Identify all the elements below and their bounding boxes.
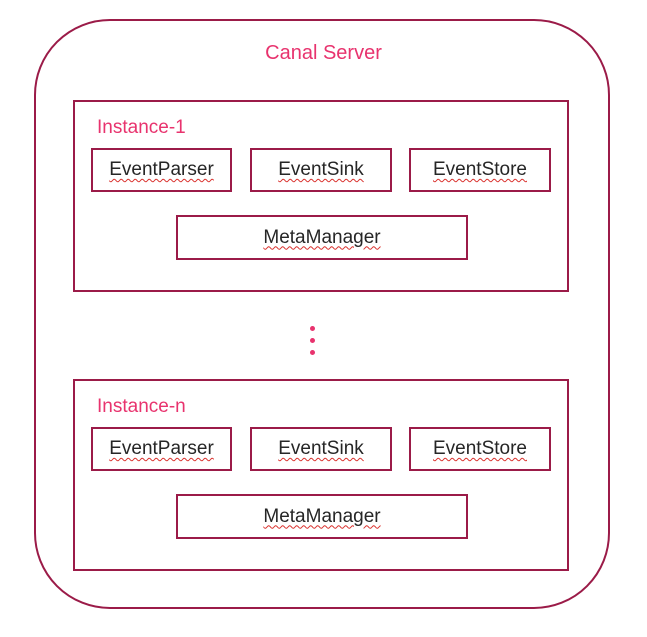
instance-n-event-sink-label: EventSink xyxy=(278,438,364,459)
instance-1-meta-manager-label: MetaManager xyxy=(263,226,381,248)
instance-1-meta-manager-box: MetaManager xyxy=(176,215,468,260)
instance-n-event-parser-box: EventParser xyxy=(91,427,232,471)
instance-n-event-store-label: EventStore xyxy=(433,438,527,459)
canal-server-title: Canal Server xyxy=(265,42,382,64)
instance-n-meta-manager-box: MetaManager xyxy=(176,494,468,539)
instance-n-event-parser-label: EventParser xyxy=(109,438,214,459)
ellipsis-dot xyxy=(310,326,315,331)
instance-1-box: Instance-1 EventParser EventSink EventSt… xyxy=(73,100,569,292)
instance-n-box: Instance-n EventParser EventSink EventSt… xyxy=(73,379,569,571)
instance-n-event-store-box: EventStore xyxy=(409,427,551,471)
instance-1-event-store-label: EventStore xyxy=(433,159,527,180)
ellipsis-dot xyxy=(310,350,315,355)
instance-1-event-sink-label: EventSink xyxy=(278,159,364,180)
instance-1-event-sink-box: EventSink xyxy=(250,148,392,192)
instance-n-meta-manager-label: MetaManager xyxy=(263,505,381,527)
ellipsis-dot xyxy=(310,338,315,343)
instance-1-event-store-box: EventStore xyxy=(409,148,551,192)
instance-n-event-sink-box: EventSink xyxy=(250,427,392,471)
instance-1-event-parser-label: EventParser xyxy=(109,159,214,180)
instance-n-title: Instance-n xyxy=(97,396,186,417)
canal-server-container xyxy=(34,19,610,609)
instance-1-event-parser-box: EventParser xyxy=(91,148,232,192)
instance-1-title: Instance-1 xyxy=(97,117,186,138)
vertical-ellipsis xyxy=(310,326,316,356)
